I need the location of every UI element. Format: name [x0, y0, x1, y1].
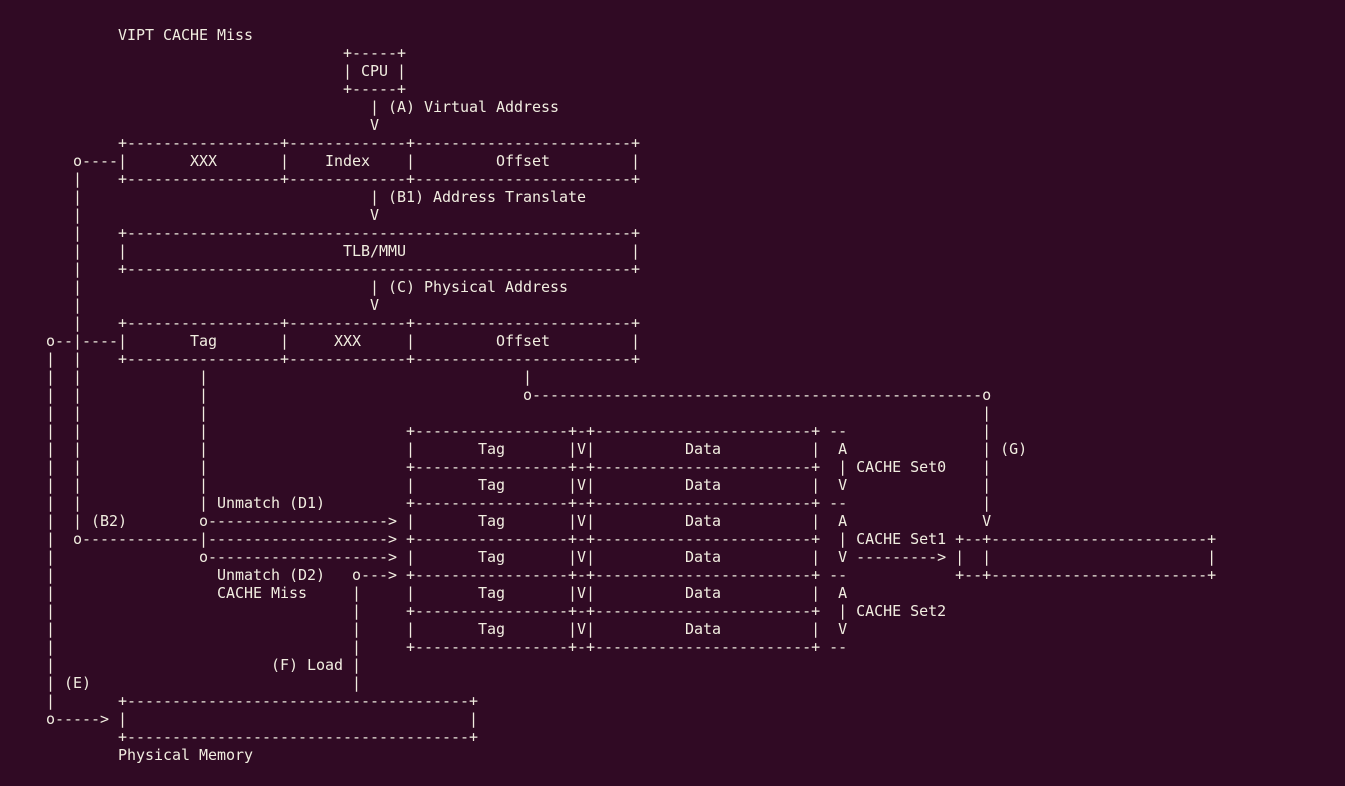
diagram-line: | o-------------|--------------------> +… [46, 530, 1217, 548]
diagram-line: | | +-----------------+-------------+---… [46, 350, 641, 368]
diagram-line: | | | | [46, 368, 533, 386]
diagram-line: | (E) | [46, 674, 362, 692]
diagram-line: | (F) Load | [46, 656, 362, 674]
diagram-line: | | | +-----------------+-+-------------… [46, 422, 992, 440]
diagram-line: | | | | Tag |V| Data | A | (G) [46, 440, 1028, 458]
diagram-line: | Unmatch (D2) o---> +-----------------+… [46, 566, 1217, 584]
ascii-diagram-vipt-cache-miss: VIPT CACHE Miss +-----+ | CPU | +-----+ … [46, 26, 1216, 764]
diagram-line: | +-------------------------------------… [46, 224, 641, 242]
diagram-line: | | | o---------------------------------… [46, 386, 992, 404]
diagram-line: | +-----------------+-------------+-----… [46, 314, 641, 332]
diagram-line: | CACHE Miss | | Tag |V| Data | A [46, 584, 848, 602]
diagram-line: | o--------------------> | Tag |V| Data … [46, 548, 1217, 566]
diagram-line: | | (C) Physical Address [46, 278, 569, 296]
diagram-line: | +-----------------+-------------+-----… [46, 170, 641, 188]
diagram-line: | | | Unmatch (D1) +-----------------+-+… [46, 494, 992, 512]
diagram-line: +-----+ [46, 44, 407, 62]
diagram-line: | | | +-----------------+-+-------------… [46, 458, 992, 476]
diagram-line: | | +-----------------+-+---------------… [46, 638, 848, 656]
diagram-line: | +-------------------------------------… [46, 260, 641, 278]
diagram-line: o-----> | | [46, 710, 479, 728]
diagram-line: | V [46, 206, 380, 224]
diagram-line: | +-------------------------------------… [46, 692, 479, 710]
diagram-line: o--|----| Tag | XXX | Offset | [46, 332, 641, 350]
diagram-line: | | | Tag |V| Data | V [46, 620, 848, 638]
diagram-line: +-----+ [46, 80, 407, 98]
diagram-line: | (A) Virtual Address [46, 98, 560, 116]
diagram-line: +-----------------+-------------+-------… [46, 134, 641, 152]
diagram-line: o----| XXX | Index | Offset | [46, 152, 641, 170]
diagram-line: | | +-----------------+-+---------------… [46, 602, 947, 620]
diagram-line: | | TLB/MMU | [46, 242, 641, 260]
diagram-line: Physical Memory [46, 746, 254, 764]
diagram-line: | | | | Tag |V| Data | V | [46, 476, 992, 494]
diagram-line: V [46, 116, 380, 134]
diagram-line: | | (B1) Address Translate [46, 188, 587, 206]
diagram-line: | V [46, 296, 380, 314]
diagram-line: VIPT CACHE Miss [46, 26, 254, 44]
diagram-line: +--------------------------------------+ [46, 728, 479, 746]
diagram-line: | CPU | [46, 62, 407, 80]
diagram-line: | | | | [46, 404, 992, 422]
diagram-line: | | (B2) o--------------------> | Tag |V… [46, 512, 992, 530]
